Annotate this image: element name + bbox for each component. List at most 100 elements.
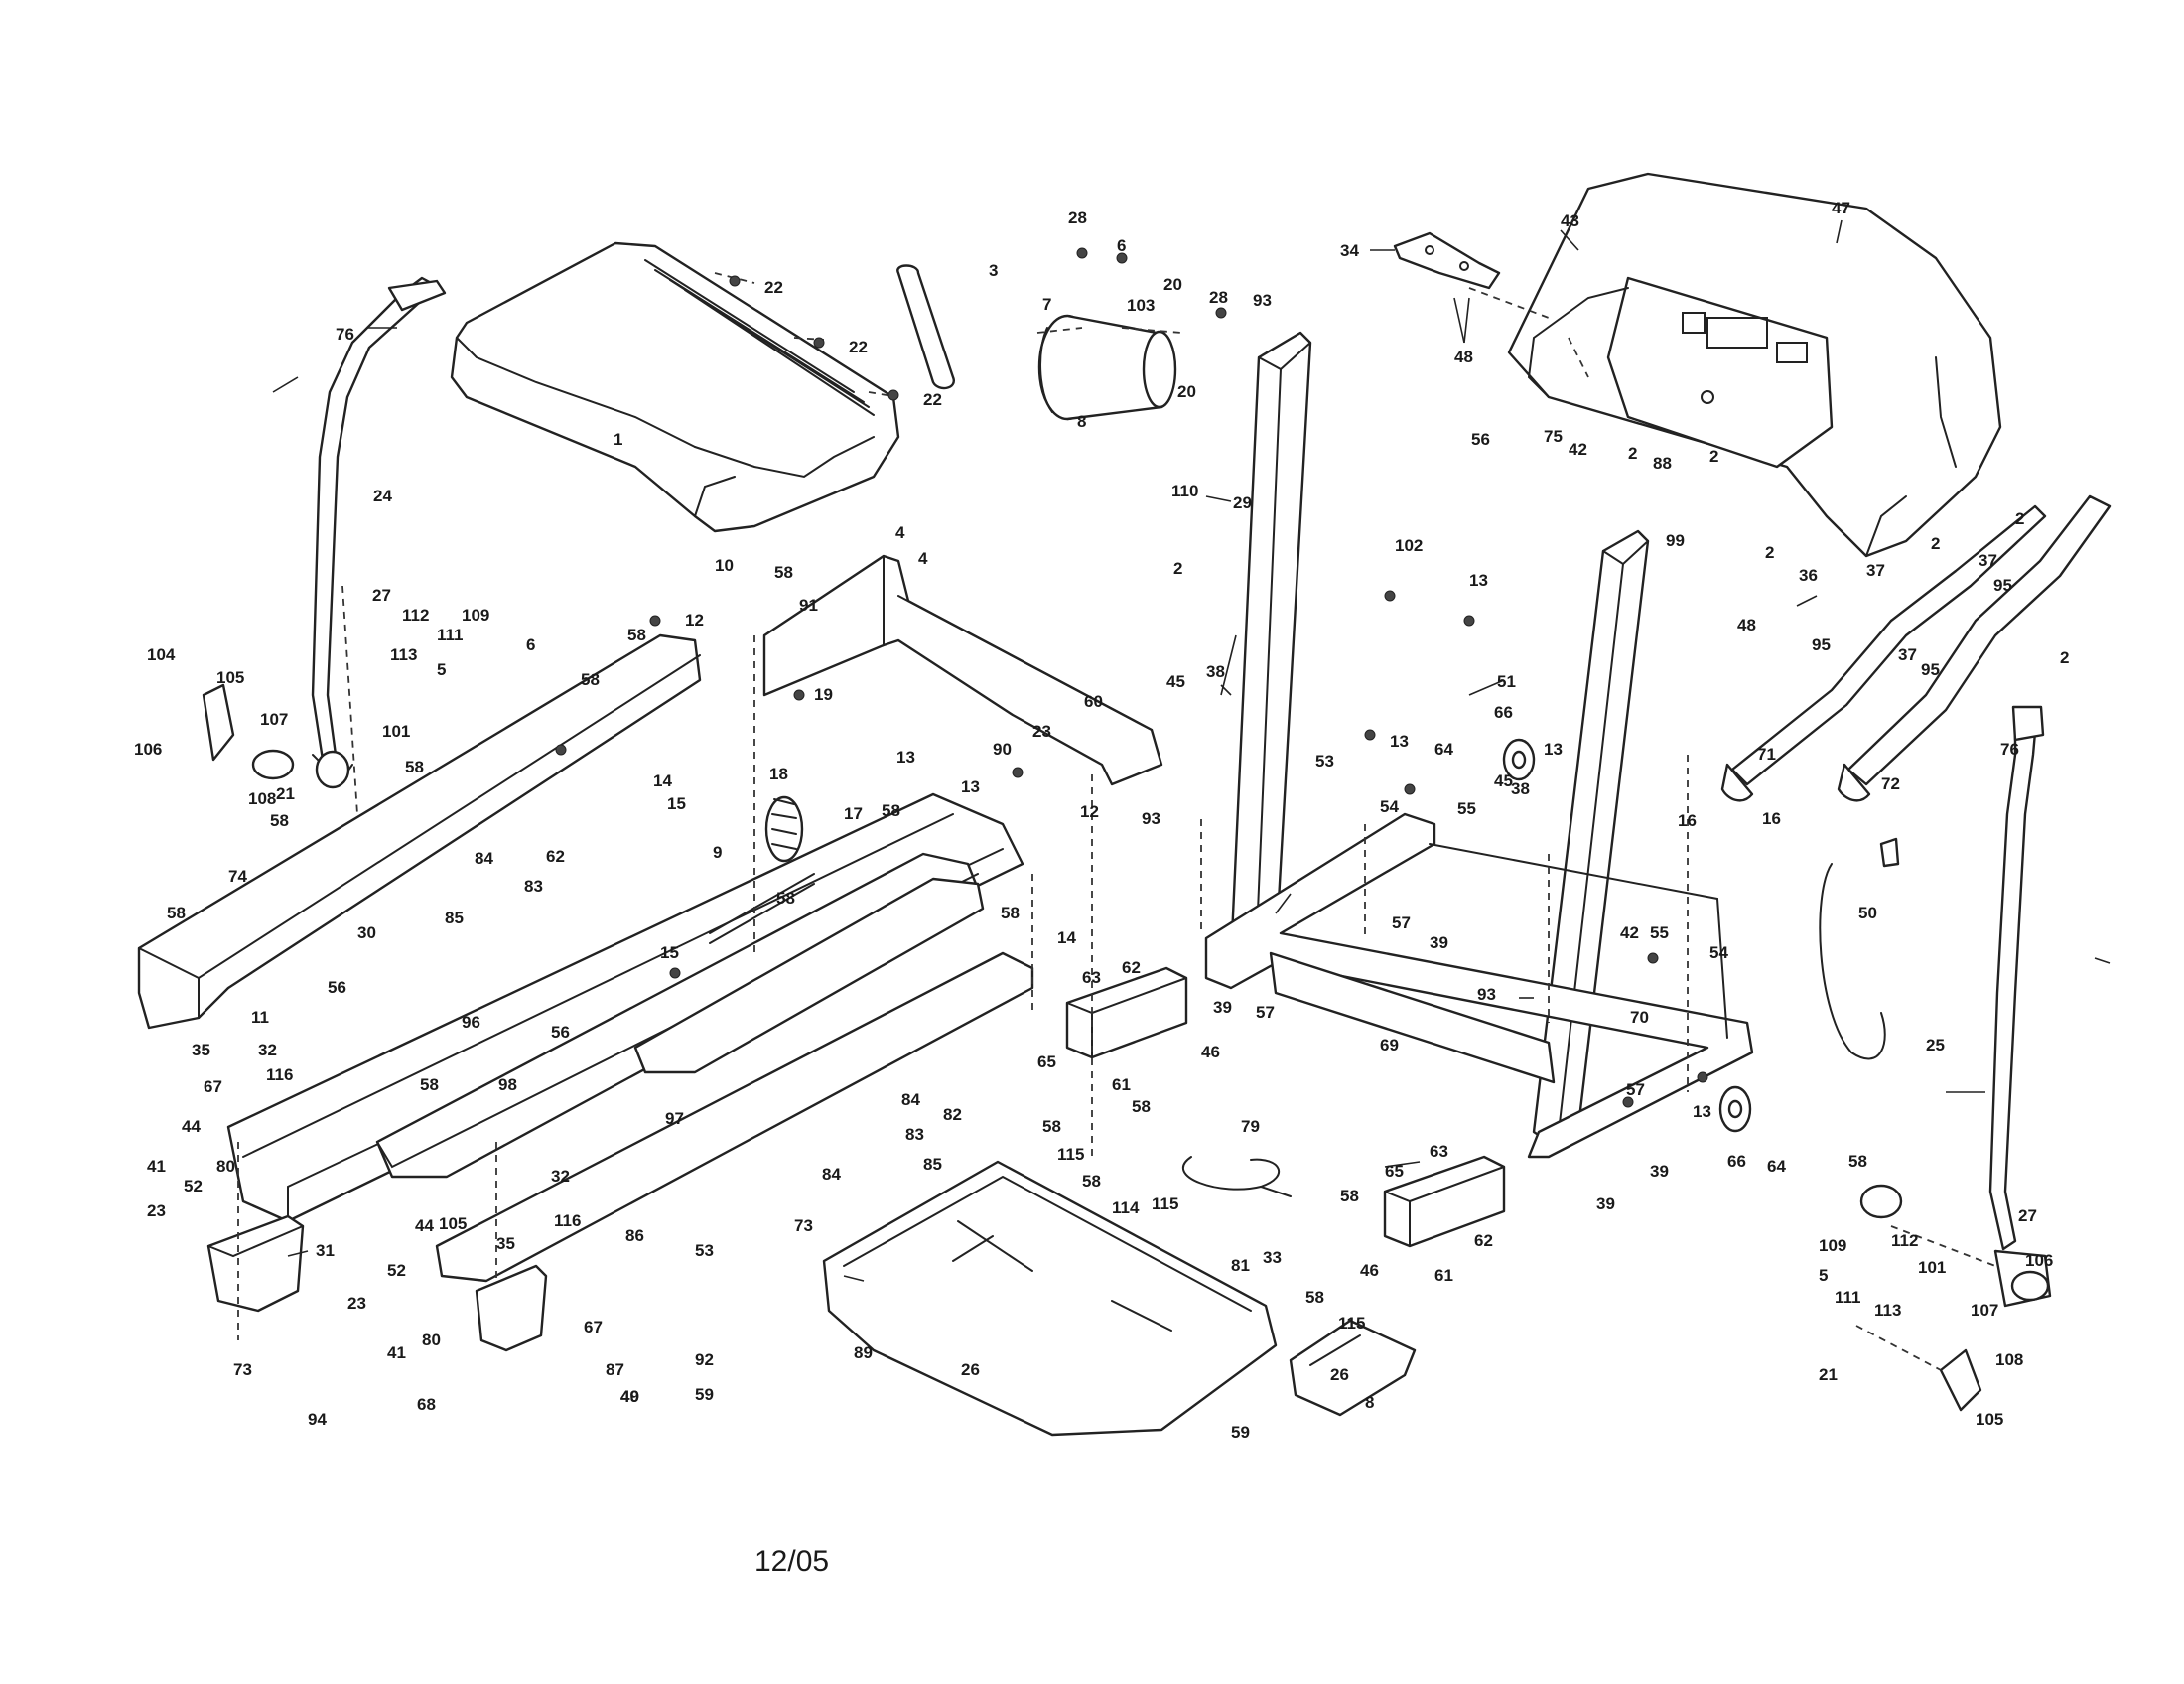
right-upright bbox=[1988, 705, 2045, 1251]
callout: 57 bbox=[1256, 1003, 1275, 1022]
motor-assembly bbox=[896, 264, 1177, 421]
callout: 66 bbox=[1494, 703, 1513, 722]
callout: 4 bbox=[895, 523, 905, 542]
callout: 84 bbox=[475, 849, 493, 868]
callout: 6 bbox=[526, 635, 535, 654]
callout: 73 bbox=[233, 1360, 252, 1379]
callout: 93 bbox=[1142, 809, 1160, 828]
callout: 12 bbox=[685, 611, 704, 630]
callout: 52 bbox=[387, 1261, 406, 1280]
callout: 57 bbox=[1626, 1080, 1645, 1099]
center-rail bbox=[633, 873, 985, 1074]
callout: 46 bbox=[1201, 1043, 1220, 1061]
callout: 4 bbox=[918, 549, 928, 568]
callout: 113 bbox=[1874, 1301, 1901, 1320]
callout: 59 bbox=[1231, 1423, 1250, 1442]
callout: 116 bbox=[554, 1211, 581, 1230]
callout: 79 bbox=[1241, 1117, 1260, 1136]
date-stamp: 12/05 bbox=[754, 1545, 830, 1578]
motor-pan bbox=[822, 1160, 1278, 1437]
callout: 33 bbox=[1263, 1248, 1282, 1267]
callout: 93 bbox=[1253, 291, 1272, 310]
callout: 16 bbox=[1678, 811, 1697, 830]
callout: 85 bbox=[445, 909, 464, 927]
callout: 61 bbox=[1434, 1266, 1453, 1285]
callout: 21 bbox=[1819, 1365, 1838, 1384]
callout: 58 bbox=[270, 811, 289, 830]
rear-endcap-right bbox=[475, 1264, 548, 1352]
callout: 7 bbox=[1042, 295, 1051, 314]
callout: 47 bbox=[1832, 199, 1850, 217]
callout: 17 bbox=[844, 804, 863, 823]
callout: 15 bbox=[667, 794, 686, 813]
callout: 43 bbox=[1561, 211, 1579, 230]
callout: 2 bbox=[2060, 648, 2069, 667]
callout: 76 bbox=[2000, 740, 2019, 759]
callout: 39 bbox=[1596, 1194, 1615, 1213]
callout: 23 bbox=[1032, 722, 1051, 741]
callout: 58 bbox=[1132, 1097, 1151, 1116]
callout: 91 bbox=[799, 596, 818, 615]
callout: 105 bbox=[439, 1214, 467, 1233]
callout: 56 bbox=[1471, 430, 1490, 449]
callout: 60 bbox=[1084, 692, 1103, 711]
left-leg-parts bbox=[202, 683, 350, 789]
callout: 63 bbox=[1082, 968, 1101, 987]
callout: 14 bbox=[1057, 928, 1076, 947]
callout: 20 bbox=[1163, 275, 1182, 294]
callout: 32 bbox=[551, 1167, 570, 1186]
assembly-lines bbox=[237, 272, 1996, 1371]
callout: 58 bbox=[1848, 1152, 1867, 1171]
right-leg-parts bbox=[1859, 1184, 2052, 1412]
callout: 20 bbox=[1177, 382, 1196, 401]
callout: 48 bbox=[1737, 616, 1756, 634]
callout: 37 bbox=[1979, 551, 1997, 570]
right-wheel-block bbox=[1383, 1155, 1506, 1248]
callout: 2 bbox=[1765, 543, 1774, 562]
callout: 5 bbox=[437, 660, 446, 679]
left-side-rail bbox=[137, 633, 702, 1030]
callout: 28 bbox=[1068, 209, 1087, 227]
controller-board bbox=[1289, 1319, 1417, 1417]
callout: 42 bbox=[1569, 440, 1587, 459]
callout: 101 bbox=[382, 722, 410, 741]
callout: 58 bbox=[776, 889, 795, 908]
callout: 68 bbox=[417, 1395, 436, 1414]
callout: 32 bbox=[258, 1041, 277, 1059]
callout: 112 bbox=[402, 606, 429, 625]
callout: 109 bbox=[462, 606, 489, 625]
callout: 16 bbox=[1762, 809, 1781, 828]
callout: 108 bbox=[248, 789, 276, 808]
callout: 39 bbox=[1430, 933, 1448, 952]
callout: 58 bbox=[882, 801, 900, 820]
callout-labels: 76 24 1 22 22 22 3 7 8 28 6 103 20 28 20… bbox=[134, 199, 2069, 1442]
callout: 106 bbox=[2025, 1251, 2053, 1270]
callout: 65 bbox=[1385, 1162, 1404, 1181]
callout: 5 bbox=[1819, 1266, 1828, 1285]
callout: 116 bbox=[266, 1065, 293, 1084]
callout: 62 bbox=[1122, 958, 1141, 977]
callout: 97 bbox=[665, 1109, 684, 1128]
handrail-left bbox=[1720, 504, 2047, 802]
callout: 13 bbox=[1544, 740, 1563, 759]
handrail-right bbox=[1837, 494, 2112, 802]
callout: 9 bbox=[713, 843, 722, 862]
callout: 39 bbox=[1650, 1162, 1669, 1181]
callout: 58 bbox=[1305, 1288, 1324, 1307]
fasteners bbox=[555, 247, 1708, 1108]
callout: 58 bbox=[1001, 904, 1020, 922]
callout: 115 bbox=[1152, 1194, 1178, 1213]
callout: 73 bbox=[794, 1216, 813, 1235]
callout: 31 bbox=[316, 1241, 335, 1260]
callout: 65 bbox=[1037, 1052, 1056, 1071]
callout: 44 bbox=[415, 1216, 434, 1235]
callout: 45 bbox=[1166, 672, 1185, 691]
callout: 13 bbox=[1469, 571, 1488, 590]
callout: 48 bbox=[1454, 348, 1473, 366]
callout: 96 bbox=[462, 1013, 480, 1032]
callout: 13 bbox=[1390, 732, 1409, 751]
left-upright-tube bbox=[1229, 331, 1312, 970]
rear-roller bbox=[764, 795, 804, 863]
callout: 62 bbox=[1474, 1231, 1493, 1250]
